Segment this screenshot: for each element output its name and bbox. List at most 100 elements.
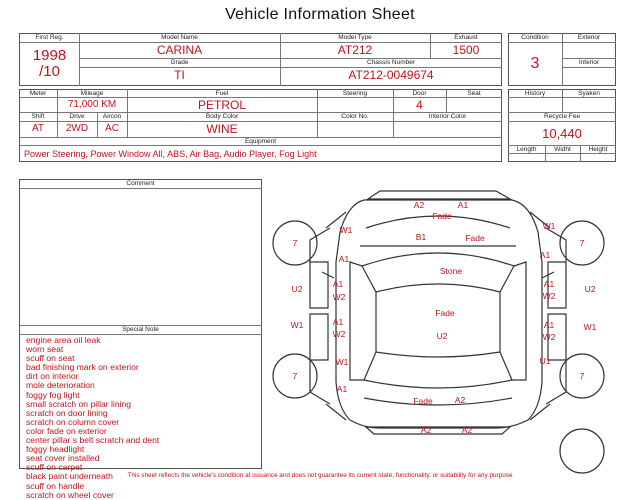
list-item: center pillar s belt scratch and dent bbox=[26, 435, 160, 446]
damage-mark: A1 bbox=[540, 250, 551, 260]
damage-mark: W2 bbox=[333, 292, 346, 302]
basic-info-box bbox=[19, 33, 502, 86]
first-reg-label: First Reg. bbox=[35, 34, 64, 41]
condition-value: 3 bbox=[530, 55, 540, 72]
equipment-label: Equipment bbox=[244, 138, 277, 145]
interior-color-label: Interior Color bbox=[428, 113, 467, 120]
body-color-value: WINE bbox=[206, 122, 238, 136]
page-title: Vehicle Information Sheet bbox=[225, 6, 415, 23]
grade-label: Grade bbox=[170, 59, 189, 66]
list-item: mole deterioration bbox=[26, 380, 95, 391]
windshield-outline bbox=[361, 252, 515, 293]
damage-mark: A1 bbox=[458, 200, 469, 210]
seat-label: Seat bbox=[467, 90, 481, 97]
list-item: scratch on column cover bbox=[26, 416, 120, 427]
length-label: Length bbox=[516, 146, 537, 153]
damage-mark: A2 bbox=[414, 200, 425, 210]
damage-mark: A2 bbox=[455, 395, 466, 405]
condition-label: Condition bbox=[521, 34, 549, 41]
shift-label: Shift bbox=[31, 113, 45, 120]
syaken-label: Syaken bbox=[578, 90, 600, 97]
interior-label: Interior bbox=[578, 59, 600, 66]
damage-mark: W2 bbox=[543, 291, 556, 301]
damage-mark: Fade bbox=[465, 233, 485, 243]
car-damage-diagram: A2 A1 Fade W1 W1 7 7 B1 Fade A1 A1 Stone… bbox=[272, 190, 605, 474]
damage-mark: 7 bbox=[580, 238, 585, 248]
damage-mark: 7 bbox=[293, 371, 298, 381]
damage-mark: A2 bbox=[421, 425, 432, 435]
list-item: scuff on seat bbox=[26, 353, 75, 364]
meter-label: Meter bbox=[29, 90, 47, 97]
damage-mark: U2 bbox=[292, 284, 303, 294]
damage-mark: A1 bbox=[337, 384, 348, 394]
first-reg-year: 1998 bbox=[32, 47, 67, 64]
recycle-fee-value: 10,440 bbox=[542, 126, 582, 141]
specs-box bbox=[19, 89, 502, 162]
list-item: worn seat bbox=[26, 344, 64, 355]
exhaust-value: 1500 bbox=[452, 43, 480, 57]
history-label: History bbox=[524, 90, 546, 97]
list-item: small scratch on pillar lining bbox=[26, 398, 132, 409]
damage-mark: U2 bbox=[585, 284, 596, 294]
front-bumper-outline bbox=[366, 190, 513, 200]
list-item: bad finishing mark on exterior bbox=[26, 362, 139, 373]
drive-label: Drive bbox=[69, 113, 85, 120]
model-type-label: Model Type bbox=[338, 34, 372, 41]
wheel-front-right-outline bbox=[559, 220, 605, 266]
chassis-label: Chassis Number bbox=[366, 59, 416, 66]
wheel-rear-left-outline bbox=[272, 353, 318, 399]
damage-mark: Fade bbox=[413, 396, 433, 406]
special-note-label: Special Note bbox=[122, 326, 159, 333]
damage-mark: W2 bbox=[333, 329, 346, 339]
recycle-fee-label: Recycle Fee bbox=[543, 113, 581, 120]
damage-mark: U2 bbox=[437, 331, 448, 341]
wheel-rear-right-outline bbox=[559, 353, 605, 399]
body-outline bbox=[335, 199, 543, 429]
model-name-value: CARINA bbox=[156, 43, 203, 57]
list-item: dirt on interior bbox=[26, 371, 79, 382]
damage-mark: W1 bbox=[584, 322, 597, 332]
list-item: black paint underneath bbox=[26, 471, 113, 482]
drive-value: 2WD bbox=[65, 123, 89, 134]
comment-label: Comment bbox=[126, 180, 155, 187]
damage-mark: A1 bbox=[544, 320, 555, 330]
door-value: 4 bbox=[416, 98, 423, 112]
comment-box bbox=[19, 179, 262, 469]
damage-mark: Stone bbox=[440, 266, 462, 276]
model-name-label: Model Name bbox=[161, 34, 198, 41]
first-reg-month: /10 bbox=[39, 63, 60, 80]
grade-value: TI bbox=[174, 68, 185, 82]
damage-mark: U1 bbox=[540, 356, 551, 366]
mileage-label: Mileage bbox=[80, 90, 104, 97]
aircon-value: AC bbox=[105, 123, 119, 134]
damage-mark: B1 bbox=[416, 232, 427, 242]
damage-mark: W1 bbox=[336, 357, 349, 367]
list-item: scuff on carpet bbox=[26, 462, 83, 473]
shift-value: AT bbox=[31, 123, 45, 134]
list-item: seat cover installed bbox=[26, 453, 100, 464]
spare-wheel-outline bbox=[559, 428, 605, 474]
exterior-label: Exterior bbox=[577, 34, 601, 41]
aircon-label: Aircon bbox=[102, 113, 122, 120]
exhaust-label: Exhaust bbox=[454, 34, 478, 41]
body-color-label: Body Color bbox=[205, 113, 239, 120]
damage-mark: A1 bbox=[333, 317, 344, 327]
list-item: scratch on wheel cover bbox=[26, 489, 114, 500]
width-label: Widht bbox=[554, 146, 571, 153]
damage-mark: W1 bbox=[543, 221, 556, 231]
damage-mark: W1 bbox=[291, 320, 304, 330]
damage-mark: A2 bbox=[462, 425, 473, 435]
list-item: foggy headlight bbox=[26, 444, 85, 455]
door-label: Door bbox=[412, 90, 427, 97]
damage-mark: W2 bbox=[543, 332, 556, 342]
height-label: Height bbox=[588, 146, 608, 153]
damage-mark: A1 bbox=[333, 279, 344, 289]
steering-label: Steering bbox=[342, 90, 368, 97]
disclaimer-text: This sheet reflects the vehicle's condit… bbox=[127, 472, 513, 479]
damage-mark: Fade bbox=[435, 308, 455, 318]
damage-mark: 7 bbox=[293, 238, 298, 248]
damage-mark: A1 bbox=[339, 254, 350, 264]
damage-mark: Fade bbox=[432, 211, 452, 221]
color-no-label: Color No. bbox=[341, 113, 369, 120]
list-item: color fade on exterior bbox=[26, 425, 107, 436]
